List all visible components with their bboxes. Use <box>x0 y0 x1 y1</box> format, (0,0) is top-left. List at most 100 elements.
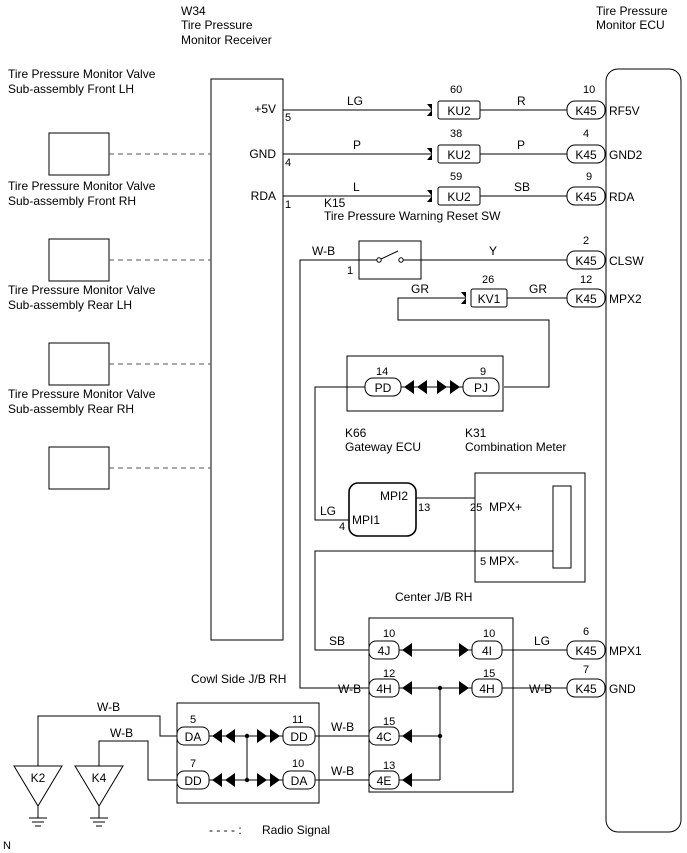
wire-k2 <box>37 715 177 766</box>
ecu-pin-7: 7 <box>583 664 589 676</box>
wire-rda-left-color: L <box>353 180 360 194</box>
cjb-pin-12: 12 <box>383 668 395 680</box>
wire-clsw-ground <box>299 259 369 689</box>
meter-bus-block <box>552 485 572 569</box>
cowl-da-right: DA <box>291 774 308 788</box>
ecu-pin-6: 6 <box>583 626 589 638</box>
valve-flh-line2: Sub-assembly Front LH <box>8 82 134 96</box>
cjb-4h-right: 4H <box>479 682 494 696</box>
wire-cowl-4e-color: W-B <box>331 764 354 778</box>
ecu-pin-12: 12 <box>580 274 592 286</box>
ecu-term-rda: RDA <box>609 190 634 204</box>
ecu-term-gnd: GND <box>609 682 636 696</box>
cjb-4e: 4E <box>377 774 392 788</box>
receiver-name-1: Tire Pressure <box>181 18 253 32</box>
gateway-ecu-name: Gateway ECU <box>345 440 421 454</box>
cowl-pin-7: 7 <box>190 758 196 770</box>
ku2-label-rda: KU2 <box>447 190 471 204</box>
pj-pin-9: 9 <box>480 366 486 378</box>
cowl-da-left: DA <box>185 730 202 744</box>
ecu-term-gnd2: GND2 <box>609 148 643 162</box>
reset-switch-pin-1: 1 <box>347 265 353 277</box>
receiver-code: W34 <box>181 4 206 18</box>
cjb-pin-15: 15 <box>383 716 395 728</box>
gateway-pin-4: 4 <box>339 521 345 533</box>
pj-label: PJ <box>474 381 488 395</box>
ecu-term-rf5v: RF5V <box>609 104 640 118</box>
ground-k4-symbol <box>74 765 124 807</box>
cjb-pin-13: 13 <box>383 760 395 772</box>
wire-gnd2-right-color: P <box>517 138 525 152</box>
cjb-r-pin-15: 15 <box>483 668 495 680</box>
ecu-pin-4: 4 <box>583 128 589 140</box>
ecu-conn-gnd2: K45 <box>575 148 597 162</box>
corner-mark: N <box>3 840 11 852</box>
legend-text: Radio Signal <box>262 823 330 837</box>
valve-frh-box <box>48 238 110 282</box>
ground-k4-label: K4 <box>92 771 107 785</box>
meter-pin-25: 25 <box>470 502 482 514</box>
ecu-name-2: Monitor ECU <box>596 18 665 32</box>
ecu-connector-mpx1 <box>566 640 606 660</box>
ground-k2-symbol <box>13 765 63 807</box>
wire-mpx2-left-color: GR <box>411 282 429 296</box>
wire-cowl-4c-color: W-B <box>331 720 354 734</box>
cowl-pin-10: 10 <box>292 758 304 770</box>
ecu-conn-mpx2: K45 <box>575 292 597 306</box>
ku2-label-gnd2: KU2 <box>447 148 471 162</box>
receiver-term-rda: RDA <box>251 189 276 203</box>
ecu-term-mpx1: MPX1 <box>609 644 642 658</box>
wire-rda-right-color: SB <box>514 180 530 194</box>
ecu-connector-gnd2 <box>566 144 606 164</box>
kv1-label: KV1 <box>478 292 501 306</box>
meter-mpx-minus: MPX- <box>489 554 519 568</box>
ecu-conn-rda: K45 <box>575 190 597 204</box>
meter-pin-5: 5 <box>480 556 486 568</box>
ecu-box <box>605 68 682 833</box>
valve-rlh-box <box>48 342 110 386</box>
kv1-pin-26: 26 <box>482 274 494 286</box>
gateway-mpi2: MPI2 <box>380 489 408 503</box>
wire-rf5v-right-color: R <box>517 94 526 108</box>
gateway-ecu-box <box>348 482 417 537</box>
center-jb-title: Center J/B RH <box>395 590 472 604</box>
ecu-name-1: Tire Pressure <box>596 4 668 18</box>
cjb-4j: 4J <box>378 644 391 658</box>
wire-k4-color: W-B <box>110 726 133 740</box>
wire-gnd2-left-color: P <box>353 138 361 152</box>
valve-rlh-line1: Tire Pressure Monitor Valve <box>8 283 156 297</box>
cjb-r-pin-10: 10 <box>483 628 495 640</box>
pd-label: PD <box>375 381 392 395</box>
receiver-pin-1: 1 <box>285 199 291 211</box>
cowl-pin-11: 11 <box>292 714 303 726</box>
valve-rrh-line2: Sub-assembly Rear RH <box>8 402 134 416</box>
wire-clsw-right-color: Y <box>489 244 497 258</box>
ecu-pin-2: 2 <box>583 235 589 247</box>
receiver-term-gnd: GND <box>249 147 276 161</box>
ecu-connector-rf5v <box>566 100 606 120</box>
ecu-pin-10: 10 <box>583 84 595 96</box>
gateway-pin-13: 13 <box>418 502 430 514</box>
receiver-pin-4: 4 <box>285 157 291 169</box>
ecu-connector-clsw <box>566 250 606 270</box>
receiver-name-2: Monitor Receiver <box>181 33 272 47</box>
wire-gateway-lg-color: LG <box>320 504 336 518</box>
valve-flh-box <box>48 132 110 176</box>
meter-name: Combination Meter <box>465 440 566 454</box>
wire-k4 <box>98 740 177 781</box>
cjb-pin-10: 10 <box>383 628 395 640</box>
legend-dash: - - - - : <box>209 823 242 837</box>
receiver-term-5v: +5V <box>254 102 276 116</box>
ecu-connector-mpx2 <box>566 288 606 308</box>
gateway-mpi1: MPI1 <box>352 513 380 527</box>
ecu-conn-mpx1: K45 <box>575 644 597 658</box>
valve-frh-line1: Tire Pressure Monitor Valve <box>8 179 156 193</box>
wire-clsw-left-color: W-B <box>312 244 335 258</box>
valve-frh-line2: Sub-assembly Front RH <box>8 194 136 208</box>
valve-rrh-line1: Tire Pressure Monitor Valve <box>8 387 156 401</box>
wire-mpx2-left <box>397 297 550 388</box>
cowl-pin-5: 5 <box>190 714 196 726</box>
cowl-jb-title: Cowl Side J/B RH <box>191 672 286 686</box>
ecu-conn-rf5v: K45 <box>575 104 597 118</box>
ku2-pin-38: 38 <box>450 128 462 140</box>
